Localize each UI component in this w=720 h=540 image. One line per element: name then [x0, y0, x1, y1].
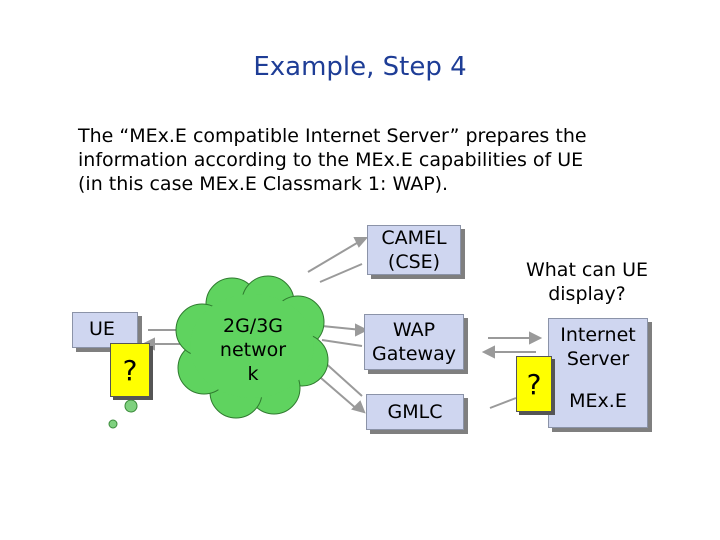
network-line-3: k	[247, 363, 259, 385]
question-line-1: What can UE	[525, 259, 649, 281]
network-label: 2G/3G networ k	[198, 314, 308, 386]
wap-line-1: WAP	[392, 319, 436, 341]
camel-line-1: CAMEL	[381, 227, 447, 249]
camel-line-2: (CSE)	[387, 251, 441, 273]
question-line-2: display?	[548, 283, 626, 305]
network-line-2: networ	[219, 339, 287, 361]
body-line-1: The “MEx.E compatible Internet Server” p…	[78, 125, 587, 147]
slide-body-text: The “MEx.E compatible Internet Server” p…	[78, 124, 678, 196]
arrow-wap-server	[481, 331, 543, 359]
ue-question-mark: ?	[122, 353, 138, 387]
gmlc-label: GMLC	[387, 401, 443, 423]
server-line-2: Server	[566, 348, 630, 370]
body-line-2: information according to the MEx.E capab…	[78, 149, 584, 171]
ue-box: UE	[72, 312, 138, 348]
arrow-network-gmlc	[313, 359, 366, 414]
server-question-box: ?	[516, 356, 552, 412]
arrow-gmlc-server	[489, 397, 517, 409]
wap-gateway-box: WAP Gateway	[364, 314, 464, 370]
network-cloud-core	[190, 294, 314, 398]
network-line-1: 2G/3G	[222, 315, 284, 337]
server-line-1: Internet	[560, 324, 636, 346]
arrow-network-wap	[321, 323, 369, 347]
internet-server-box: Internet Server MEx.E	[548, 318, 648, 428]
gmlc-box: GMLC	[366, 394, 464, 430]
slide-title: Example, Step 4	[253, 52, 467, 82]
body-line-3: (in this case MEx.E Classmark 1: WAP).	[78, 173, 449, 195]
wap-line-2: Gateway	[372, 343, 456, 365]
ue-label: UE	[89, 318, 115, 340]
mexe-label: MEx.E	[569, 390, 627, 412]
question-text: What can UE display?	[512, 258, 662, 306]
server-question-mark: ?	[526, 367, 542, 401]
thought-dot-1	[108, 419, 118, 429]
camel-box: CAMEL (CSE)	[367, 225, 461, 275]
ue-question-box: ?	[110, 343, 150, 397]
arrow-network-camel	[307, 237, 369, 283]
thought-dot-2	[124, 399, 138, 413]
